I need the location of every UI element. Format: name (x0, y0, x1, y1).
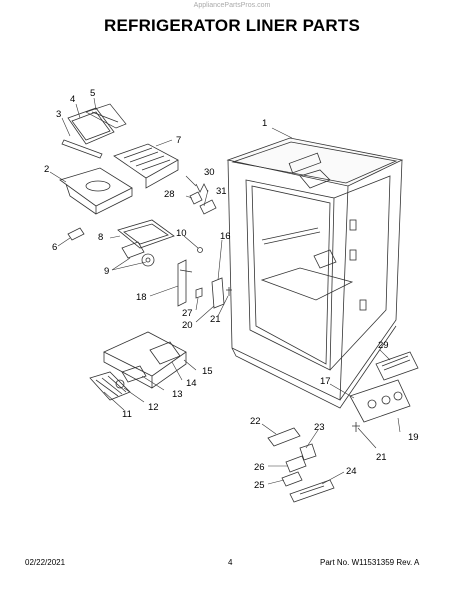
callout-24: 24 (346, 466, 357, 477)
part-27-clip (195, 287, 203, 299)
footer-date: 02/22/2021 (25, 558, 66, 567)
callout-23: 23 (314, 422, 325, 433)
callout-21-bottom: 21 (376, 452, 387, 463)
part-7-cover (113, 143, 179, 189)
part-31-bracket (199, 199, 217, 215)
callout-12: 12 (148, 402, 159, 413)
part-21-screw-a (226, 287, 232, 296)
footer-part-info: Part No. W11531359 Rev. A (320, 558, 420, 567)
part-26-plug (285, 455, 307, 473)
watermark: AppliancePartsPros.com (193, 2, 271, 9)
callout-27: 27 (182, 308, 193, 319)
callout-21-top: 21 (210, 314, 221, 325)
callout-6: 6 (52, 242, 57, 253)
callout-17: 17 (320, 376, 331, 387)
callout-19: 19 (408, 432, 419, 443)
part-8-housing (117, 219, 175, 249)
callout-14: 14 (186, 378, 197, 389)
callout-22: 22 (250, 416, 261, 427)
callout-4: 4 (70, 94, 75, 105)
callout-5: 5 (90, 88, 95, 99)
callout-8: 8 (98, 232, 103, 243)
part-3-bar (61, 139, 103, 159)
part-25-plug (281, 471, 303, 487)
callout-13: 13 (172, 389, 183, 400)
part-12-knob (115, 379, 125, 389)
part-16-hinge (211, 277, 225, 309)
callout-29: 29 (378, 340, 389, 351)
part-10-fastener (197, 247, 203, 253)
leader-lines (49, 97, 401, 485)
callout-31: 31 (216, 186, 227, 197)
callout-15: 15 (202, 366, 213, 377)
part-15-cover (103, 331, 187, 389)
part-9-damper (121, 241, 155, 267)
part-4-housing (67, 107, 115, 145)
part-13-cap (121, 365, 147, 383)
part-2-tray (59, 167, 133, 215)
part-28-bracket (189, 191, 203, 205)
part-29-display (375, 351, 419, 381)
part-17-control-board (349, 379, 411, 423)
callout-26: 26 (254, 462, 265, 473)
part-14-bracket (149, 341, 181, 365)
part-24-light (289, 479, 335, 503)
part-11-grille (89, 371, 131, 401)
part-18-tube (177, 259, 193, 307)
part-30-spring (195, 183, 209, 193)
callout-28: 28 (164, 189, 175, 200)
callout-18: 18 (136, 292, 147, 303)
callout-1: 1 (262, 118, 267, 129)
callout-20: 20 (182, 320, 193, 331)
callout-25: 25 (254, 480, 265, 491)
callout-7: 7 (176, 135, 181, 146)
callout-11: 11 (122, 409, 132, 420)
part-21-screw-b (352, 422, 360, 432)
part-6-clip (67, 227, 85, 241)
callout-2: 2 (44, 164, 49, 175)
callout-30: 30 (204, 167, 215, 178)
liner-part (226, 137, 404, 409)
footer-page-number: 4 (228, 558, 233, 567)
part-22-bracket (267, 427, 301, 447)
part-5-rail (85, 103, 127, 129)
callout-16: 16 (220, 231, 231, 242)
callout-3: 3 (56, 109, 61, 120)
page-title: REFRIGERATOR LINER PARTS (103, 16, 361, 35)
callout-10: 10 (176, 228, 187, 239)
callout-9: 9 (104, 266, 109, 277)
